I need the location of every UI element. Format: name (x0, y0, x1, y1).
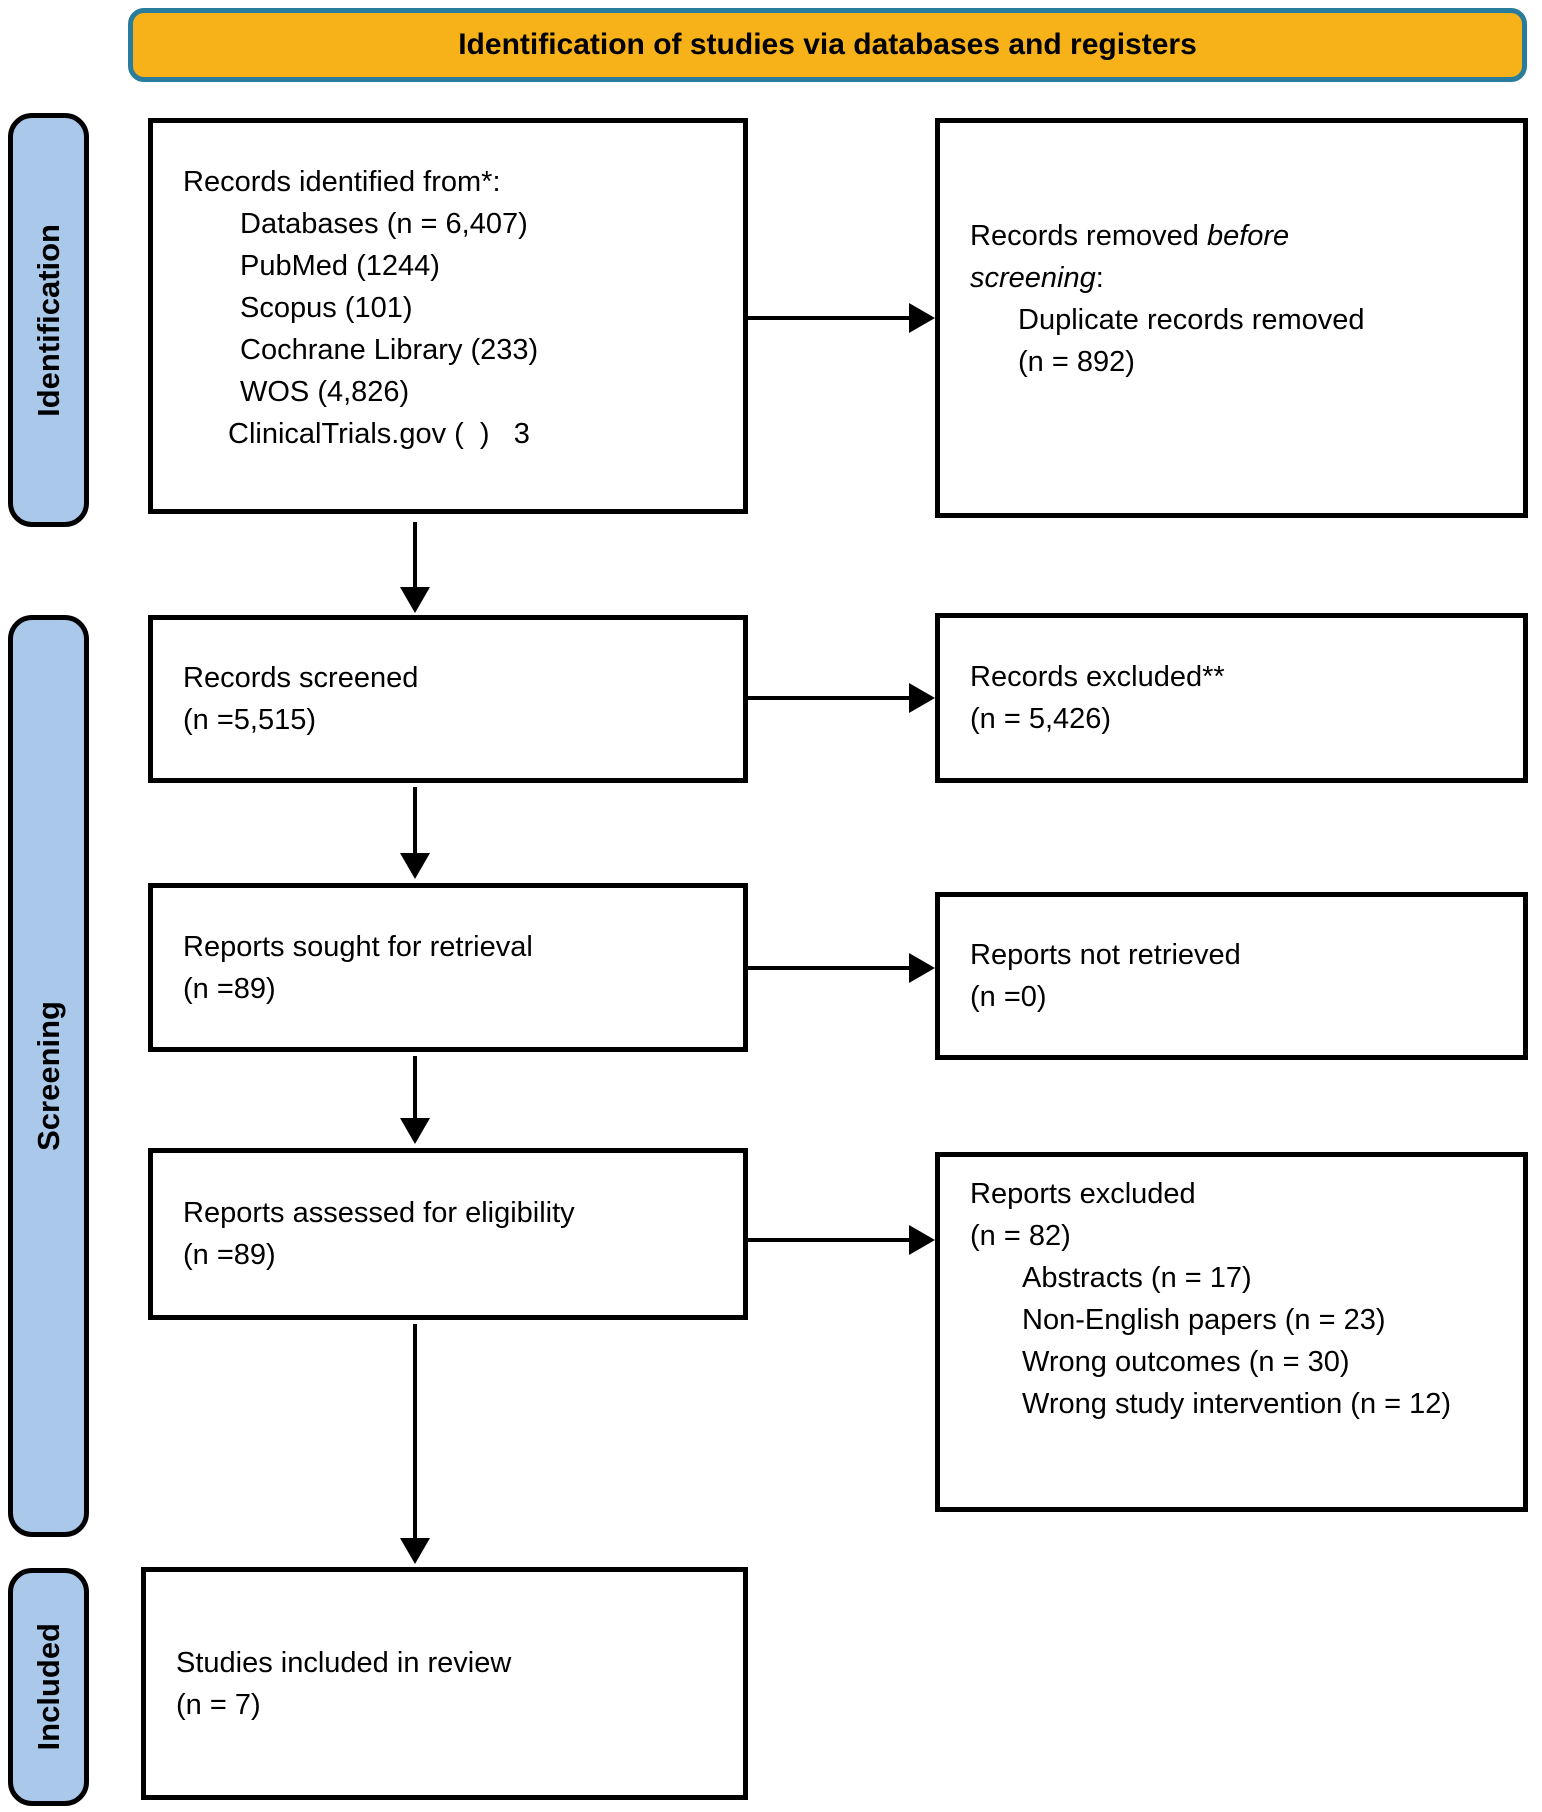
reports-excluded-line1: Reports excluded (970, 1178, 1196, 1210)
exclusion-item: Abstracts (n = 17) (1022, 1262, 1252, 1294)
stage-label-identification: Identification (8, 113, 89, 527)
records-screened-count: (n =5,515) (183, 704, 317, 736)
studies-included-line1: Studies included in review (176, 1646, 512, 1679)
stage-label-screening: Screening (8, 615, 89, 1537)
arrow-down-head-4 (400, 1538, 430, 1564)
records-screened-line1: Records screened (183, 662, 419, 694)
records-removed-line2: screening: (970, 257, 1508, 299)
arrow-right-line-4 (747, 1238, 909, 1242)
box-reports-not-retrieved: Reports not retrieved (n =0) (935, 892, 1528, 1060)
source-item: Databases (n = 6,407) (240, 208, 528, 240)
records-removed-text: Records removed (970, 220, 1207, 252)
box-studies-included: Studies included in review (n = 7) (141, 1567, 748, 1800)
arrow-down-head-1 (400, 587, 430, 613)
source-item: ClinicalTrials.gov ( ) 3 (228, 418, 530, 450)
arrow-right-head-1 (909, 303, 935, 333)
reports-not-retrieved-line1: Reports not retrieved (970, 939, 1241, 971)
reports-sought-line1: Reports sought for retrieval (183, 930, 533, 963)
stage-label-included: Included (8, 1568, 89, 1806)
arrow-right-head-4 (909, 1225, 935, 1255)
removed-item: Duplicate records removed (1018, 304, 1365, 336)
source-item: Scopus (101) (240, 292, 413, 324)
exclusion-item: Wrong outcomes (n = 30) (1022, 1346, 1350, 1378)
box-reports-excluded: Reports excluded (n = 82) Abstracts (n =… (935, 1152, 1528, 1512)
arrow-down-head-3 (400, 1118, 430, 1144)
box-records-removed: Records removed before screening: Duplic… (935, 118, 1528, 518)
records-identified-title: Records identified from*: (183, 166, 501, 198)
reports-sought-count: (n =89) (183, 972, 276, 1005)
stage-label-text: Identification (30, 223, 66, 417)
stage-label-text: Included (30, 1623, 66, 1751)
records-removed-text-italic: screening (970, 262, 1096, 294)
stage-label-text: Screening (30, 1001, 66, 1151)
reports-not-retrieved-count: (n =0) (970, 981, 1047, 1013)
records-excluded-line1: Records excluded** (970, 661, 1225, 693)
exclusion-item: Wrong study intervention (n = 12) (1022, 1388, 1452, 1420)
reports-assessed-count: (n =89) (183, 1239, 276, 1271)
exclusion-item: Non-English papers (n = 23) (1022, 1304, 1386, 1336)
arrow-right-head-2 (909, 683, 935, 713)
arrow-down-line-3 (413, 1056, 417, 1118)
reports-assessed-line1: Reports assessed for eligibility (183, 1197, 575, 1229)
arrow-down-line-1 (413, 522, 417, 587)
box-records-excluded: Records excluded** (n = 5,426) (935, 613, 1528, 783)
studies-included-count: (n = 7) (176, 1688, 261, 1721)
arrow-right-head-3 (909, 953, 935, 983)
records-removed-text: : (1095, 262, 1104, 294)
box-records-screened: Records screened (n =5,515) (148, 615, 748, 783)
arrow-right-line-1 (747, 316, 909, 320)
arrow-right-line-2 (747, 696, 909, 700)
records-excluded-count: (n = 5,426) (970, 703, 1112, 735)
arrow-down-line-2 (413, 787, 417, 853)
arrow-down-line-4 (413, 1324, 417, 1538)
reports-excluded-count: (n = 82) (970, 1220, 1071, 1252)
records-removed-line1: Records removed before (970, 215, 1508, 257)
diagram-title: Identification of studies via databases … (458, 28, 1197, 61)
records-removed-text-italic: before (1206, 220, 1290, 252)
source-item: Cochrane Library (233) (240, 334, 539, 366)
box-reports-sought: Reports sought for retrieval (n =89) (148, 883, 748, 1052)
source-item: PubMed (1244) (240, 250, 440, 282)
arrow-right-line-3 (747, 966, 909, 970)
box-reports-assessed: Reports assessed for eligibility (n =89) (148, 1148, 748, 1320)
source-item: WOS (4,826) (240, 376, 410, 408)
diagram-header: Identification of studies via databases … (128, 8, 1527, 82)
box-records-identified: Records identified from*: Databases (n =… (148, 118, 748, 514)
arrow-down-head-2 (400, 853, 430, 879)
removed-item: (n = 892) (1018, 346, 1135, 378)
